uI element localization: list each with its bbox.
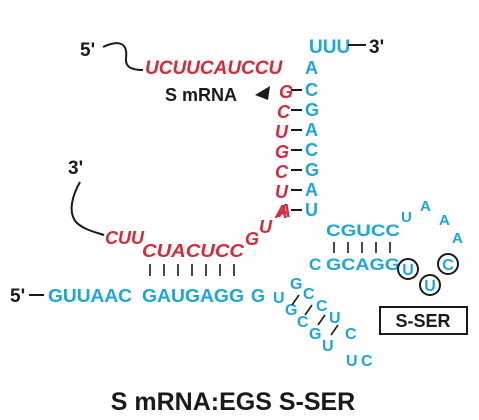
lower-arm-nt: U [273,290,285,307]
smrna-u-junction: U [259,217,273,237]
loop-nt-3: A [439,212,450,229]
three-prime-label-top: 3' [369,37,384,58]
three-prime-label-left: 3' [68,158,83,179]
lower-arm-nt: G [309,326,321,343]
loop-nt-1: U [401,209,412,226]
acceptor-base-pairs [149,264,235,276]
egs-stem-nt: A [305,180,318,200]
egs-gaugagg: GAUGAGG [142,286,244,306]
loop-nt-4: A [452,230,463,247]
egs-guuaac: GUUAAC [48,286,132,306]
smrna-top-strand: UCUUCAUCCU [145,58,283,79]
stem-base-pairs [291,89,302,211]
egs-uuu: UUU [309,37,350,58]
smrna-stem-nt: U [275,122,289,142]
lower-arm-nt: G [290,276,302,293]
lower-arm-pair [304,304,313,316]
lower-arm-nt: U [329,310,341,327]
smrna-stem-nt: U [275,182,289,202]
lower-arm-pair [330,324,339,336]
five-prime-label-top: 5' [80,40,95,61]
five-prime-label-bottom: 5' [10,286,25,307]
circled-nt-u2-ring [419,274,441,296]
smrna-arrow-icon [255,86,270,100]
egs-stem-nt: G [305,160,319,180]
lower-arm-nt: C [361,353,373,370]
lower-arm-nt: C [316,298,328,315]
egs-stem-nt: A [305,120,318,140]
lower-arm-pair [317,314,326,326]
ser-arm-base-pairs [333,242,391,253]
loop-nt-2: A [420,198,431,215]
figure-caption: S mRNA:EGS S-SER [111,388,355,416]
circled-nt-u1-ring [397,258,419,280]
smrna-stem-nt: A [274,202,288,222]
three-prime-tail-left [70,181,105,236]
egs-stem-nt: C [305,80,318,100]
lower-arm-nt: C [297,314,309,331]
lower-arm-nt: U [346,353,358,370]
lower-arm-nt: G [285,302,297,319]
smrna-stem-nt: C [275,162,289,182]
smrna-g-junction: G [245,229,259,249]
s-ser-box-label: S-SER [395,311,450,331]
lower-arm-nt: U [322,338,334,355]
circled-nt-c-ring [437,253,459,275]
egs-cgucc: CGUCC [326,221,400,240]
lower-arm-pair [291,294,300,306]
circled-nt-c: C [442,257,454,274]
egs-c-junction: C [309,255,321,274]
circled-nt-u1: U [402,262,414,279]
lower-arm-nt: C [345,326,357,343]
smrna-stem-nt: A [277,201,291,221]
egs-stem-nt: G [305,100,319,120]
five-prime-tail-top [102,42,144,71]
smrna-stem-nt: G [275,142,289,162]
smrna-stem-nt: G [279,82,293,102]
circled-nt-u2: U [424,278,436,295]
s-ser-box [379,306,468,335]
smrna-label: S mRNA [165,85,237,105]
egs-gcagg: GCAGG [326,255,400,274]
smrna-stem-nt: C [277,102,291,122]
lower-arm-nt: C [303,286,315,303]
smrna-cuacucc: CUACUCC [142,241,245,261]
egs-stem-nt: A [305,58,318,78]
egs-g-junction: G [251,286,265,306]
smrna-cuu: CUU [105,228,145,248]
egs-stem-nt: U [305,200,318,220]
egs-stem-nt: C [305,140,318,160]
